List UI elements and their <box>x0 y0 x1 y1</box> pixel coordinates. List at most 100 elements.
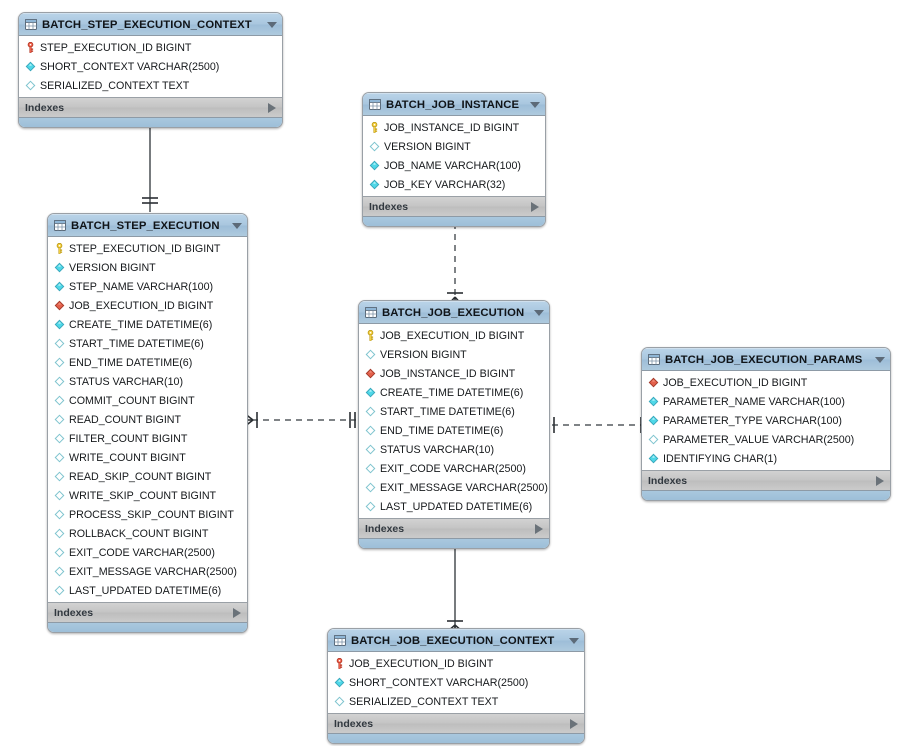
table-row[interactable]: EXIT_MESSAGE VARCHAR(2500) <box>359 478 549 497</box>
table-row[interactable]: JOB_EXECUTION_ID BIGINT <box>642 373 890 392</box>
table-row[interactable]: JOB_EXECUTION_ID BIGINT <box>48 296 247 315</box>
indexes-row-batch_step_execution[interactable]: Indexes <box>48 602 247 622</box>
table-header-batch_job_execution_params[interactable]: BATCH_JOB_EXECUTION_PARAMS <box>642 348 890 371</box>
table-row[interactable]: SERIALIZED_CONTEXT TEXT <box>328 692 584 711</box>
cyan-diamond-icon <box>365 387 376 398</box>
table-row[interactable]: WRITE_COUNT BIGINT <box>48 448 247 467</box>
table-row[interactable]: JOB_INSTANCE_ID BIGINT <box>359 364 549 383</box>
chevron-down-icon[interactable] <box>530 101 540 108</box>
table-row[interactable]: PARAMETER_VALUE VARCHAR(2500) <box>642 430 890 449</box>
table-row[interactable]: COMMIT_COUNT BIGINT <box>48 391 247 410</box>
table-row[interactable]: EXIT_CODE VARCHAR(2500) <box>359 459 549 478</box>
table-row[interactable]: ROLLBACK_COUNT BIGINT <box>48 524 247 543</box>
table-header-batch_job_instance[interactable]: BATCH_JOB_INSTANCE <box>363 93 545 116</box>
table-row[interactable]: STEP_EXECUTION_ID BIGINT <box>48 239 247 258</box>
table-row[interactable]: END_TIME DATETIME(6) <box>48 353 247 372</box>
table-row[interactable]: READ_SKIP_COUNT BIGINT <box>48 467 247 486</box>
chevron-down-icon[interactable] <box>875 356 885 363</box>
column-label: WRITE_SKIP_COUNT BIGINT <box>69 489 217 502</box>
white-diamond-icon <box>365 425 376 436</box>
table-row[interactable]: START_TIME DATETIME(6) <box>48 334 247 353</box>
table-row[interactable]: JOB_EXECUTION_ID BIGINT <box>328 654 584 673</box>
white-diamond-icon <box>54 566 65 577</box>
red-key-icon <box>27 42 34 53</box>
table-footer <box>642 490 890 500</box>
cyan-diamond-icon <box>54 262 65 273</box>
table-row[interactable]: READ_COUNT BIGINT <box>48 410 247 429</box>
table-header-batch_job_execution_context[interactable]: BATCH_JOB_EXECUTION_CONTEXT <box>328 629 584 652</box>
indexes-row-batch_step_execution_context[interactable]: Indexes <box>19 97 282 117</box>
table-row[interactable]: STATUS VARCHAR(10) <box>359 440 549 459</box>
table-row[interactable]: PARAMETER_TYPE VARCHAR(100) <box>642 411 890 430</box>
chevron-down-icon[interactable] <box>232 222 242 229</box>
indexes-row-batch_job_execution_params[interactable]: Indexes <box>642 470 890 490</box>
table-row[interactable]: WRITE_SKIP_COUNT BIGINT <box>48 486 247 505</box>
expand-arrow-icon[interactable] <box>535 523 543 534</box>
indexes-label: Indexes <box>648 474 688 487</box>
table-header-batch_step_execution_context[interactable]: BATCH_STEP_EXECUTION_CONTEXT <box>19 13 282 36</box>
column-label: END_TIME DATETIME(6) <box>69 356 193 369</box>
table-row[interactable]: JOB_EXECUTION_ID BIGINT <box>359 326 549 345</box>
table-row[interactable]: START_TIME DATETIME(6) <box>359 402 549 421</box>
cyan-diamond-icon <box>369 160 380 171</box>
table-row[interactable]: CREATE_TIME DATETIME(6) <box>48 315 247 334</box>
table-row[interactable]: PROCESS_SKIP_COUNT BIGINT <box>48 505 247 524</box>
table-row[interactable]: FILTER_COUNT BIGINT <box>48 429 247 448</box>
table-row[interactable]: STEP_NAME VARCHAR(100) <box>48 277 247 296</box>
table-row[interactable]: STEP_EXECUTION_ID BIGINT <box>19 38 282 57</box>
chevron-down-icon[interactable] <box>267 21 277 28</box>
indexes-row-batch_job_instance[interactable]: Indexes <box>363 196 545 216</box>
table-row[interactable]: JOB_NAME VARCHAR(100) <box>363 156 545 175</box>
table-row[interactable]: VERSION BIGINT <box>48 258 247 277</box>
table-row[interactable]: IDENTIFYING CHAR(1) <box>642 449 890 468</box>
table-row[interactable]: SHORT_CONTEXT VARCHAR(2500) <box>328 673 584 692</box>
expand-arrow-icon[interactable] <box>570 718 578 729</box>
chevron-down-icon[interactable] <box>569 637 579 644</box>
table-row[interactable]: EXIT_CODE VARCHAR(2500) <box>48 543 247 562</box>
table-batch_job_execution_context[interactable]: BATCH_JOB_EXECUTION_CONTEXT JOB_EXECUTION… <box>327 628 585 744</box>
cyan-diamond-icon <box>54 319 65 330</box>
table-row[interactable]: PARAMETER_NAME VARCHAR(100) <box>642 392 890 411</box>
table-row[interactable]: SERIALIZED_CONTEXT TEXT <box>19 76 282 95</box>
table-row[interactable]: SHORT_CONTEXT VARCHAR(2500) <box>19 57 282 76</box>
relationship-step-execution-job-execution <box>243 405 364 435</box>
table-row[interactable]: VERSION BIGINT <box>359 345 549 364</box>
column-label: JOB_EXECUTION_ID BIGINT <box>380 329 525 342</box>
table-row[interactable]: LAST_UPDATED DATETIME(6) <box>48 581 247 600</box>
expand-arrow-icon[interactable] <box>876 475 884 486</box>
table-batch_job_execution_params[interactable]: BATCH_JOB_EXECUTION_PARAMS JOB_EXECUTION_… <box>641 347 891 501</box>
relationship-job-execution-params <box>546 410 655 440</box>
table-batch_job_instance[interactable]: BATCH_JOB_INSTANCE JOB_INSTANCE_ID BIGINT… <box>362 92 546 227</box>
table-row[interactable]: CREATE_TIME DATETIME(6) <box>359 383 549 402</box>
table-row[interactable]: JOB_INSTANCE_ID BIGINT <box>363 118 545 137</box>
table-row[interactable]: STATUS VARCHAR(10) <box>48 372 247 391</box>
table-header-batch_job_execution[interactable]: BATCH_JOB_EXECUTION <box>359 301 549 324</box>
white-diamond-icon <box>369 141 380 152</box>
column-label: VERSION BIGINT <box>384 140 471 153</box>
table-row[interactable]: END_TIME DATETIME(6) <box>359 421 549 440</box>
expand-arrow-icon[interactable] <box>268 102 276 113</box>
column-label: SERIALIZED_CONTEXT TEXT <box>349 695 499 708</box>
table-row[interactable]: LAST_UPDATED DATETIME(6) <box>359 497 549 516</box>
indexes-row-batch_job_execution[interactable]: Indexes <box>359 518 549 538</box>
table-batch_step_execution_context[interactable]: BATCH_STEP_EXECUTION_CONTEXT STEP_EXECUTI… <box>18 12 283 128</box>
table-row[interactable]: VERSION BIGINT <box>363 137 545 156</box>
cyan-diamond-icon <box>648 453 659 464</box>
table-header-batch_step_execution[interactable]: BATCH_STEP_EXECUTION <box>48 214 247 237</box>
indexes-row-batch_job_execution_context[interactable]: Indexes <box>328 713 584 733</box>
expand-arrow-icon[interactable] <box>233 607 241 618</box>
yellow-key-icon <box>56 243 63 254</box>
column-label: READ_SKIP_COUNT BIGINT <box>69 470 212 483</box>
expand-arrow-icon[interactable] <box>531 201 539 212</box>
yellow-key-icon <box>371 122 378 133</box>
table-row[interactable]: EXIT_MESSAGE VARCHAR(2500) <box>48 562 247 581</box>
table-row[interactable]: JOB_KEY VARCHAR(32) <box>363 175 545 194</box>
chevron-down-icon[interactable] <box>534 309 544 316</box>
cyan-diamond-icon <box>54 281 65 292</box>
column-label: JOB_EXECUTION_ID BIGINT <box>69 299 214 312</box>
white-diamond-icon <box>334 696 345 707</box>
